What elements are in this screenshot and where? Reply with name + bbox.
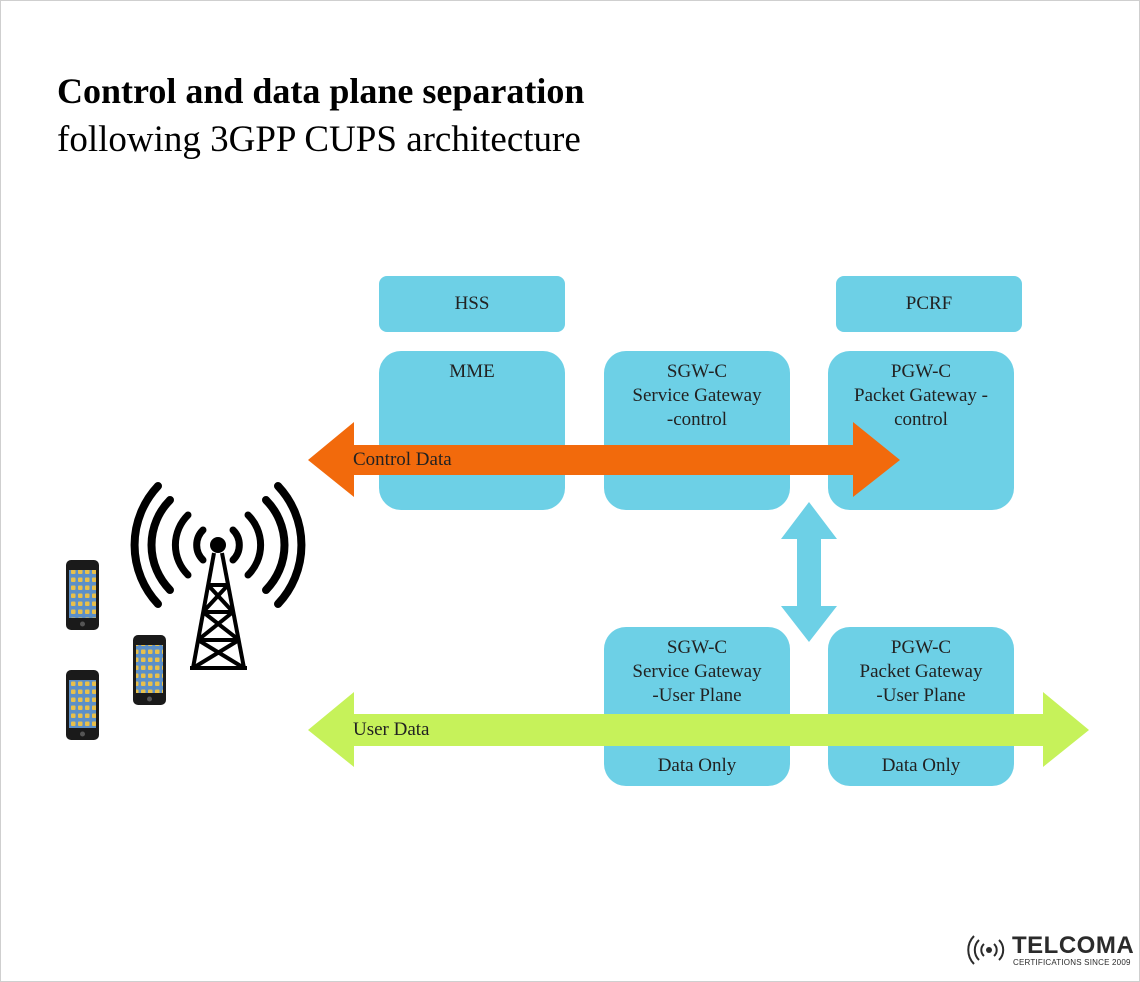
page-subtitle: following 3GPP CUPS architecture bbox=[57, 119, 581, 160]
hss-label: HSS bbox=[454, 293, 490, 314]
hss-node: HSS bbox=[379, 276, 565, 332]
sgw-u-footer: Data Only bbox=[657, 755, 737, 776]
pgw-u-node: PGW-C Packet Gateway -User Plane Data On… bbox=[828, 627, 1014, 786]
user-data-arrow bbox=[308, 692, 1089, 767]
pgw-u-line-3: -User Plane bbox=[876, 685, 966, 706]
telcoma-logo bbox=[967, 935, 1005, 965]
sgw-u-line-1: SGW-C bbox=[666, 637, 728, 658]
logo-tagline: CERTIFICATIONS SINCE 2009 bbox=[1013, 958, 1131, 967]
sgw-u-node: SGW-C Service Gateway -User Plane Data O… bbox=[604, 627, 790, 786]
logo-name: TELCOMA bbox=[1012, 932, 1135, 959]
user-data-label: User Data bbox=[353, 719, 430, 740]
pgw-u-line-2: Packet Gateway bbox=[859, 661, 983, 682]
sgw-c-line-1: SGW-C bbox=[666, 361, 728, 382]
sgw-c-line-3: -control bbox=[666, 409, 728, 430]
signal-icon bbox=[967, 935, 1005, 965]
sgw-c-line-2: Service Gateway bbox=[632, 385, 762, 406]
vertical-link-arrow bbox=[781, 502, 837, 642]
smartphone-icon bbox=[66, 560, 99, 630]
control-data-arrow bbox=[308, 422, 900, 497]
control-data-label: Control Data bbox=[353, 449, 452, 470]
page-title: Control and data plane separation bbox=[57, 71, 585, 111]
pgw-c-line-3: control bbox=[894, 409, 948, 430]
sgw-c-node: SGW-C Service Gateway -control bbox=[604, 351, 790, 510]
mme-node: MME bbox=[379, 351, 565, 510]
smartphone-icon bbox=[133, 635, 166, 705]
cell-tower-icon bbox=[130, 482, 306, 670]
pgw-c-line-1: PGW-C bbox=[890, 361, 952, 382]
sgw-u-line-2: Service Gateway bbox=[632, 661, 762, 682]
mme-label: MME bbox=[449, 361, 495, 382]
pcrf-label: PCRF bbox=[905, 293, 953, 314]
pgw-u-footer: Data Only bbox=[881, 755, 961, 776]
smartphone-icon bbox=[66, 670, 99, 740]
sgw-u-line-3: -User Plane bbox=[652, 685, 742, 706]
pcrf-node: PCRF bbox=[836, 276, 1022, 332]
pgw-c-line-2: Packet Gateway - bbox=[854, 385, 988, 406]
pgw-u-line-1: PGW-C bbox=[890, 637, 952, 658]
